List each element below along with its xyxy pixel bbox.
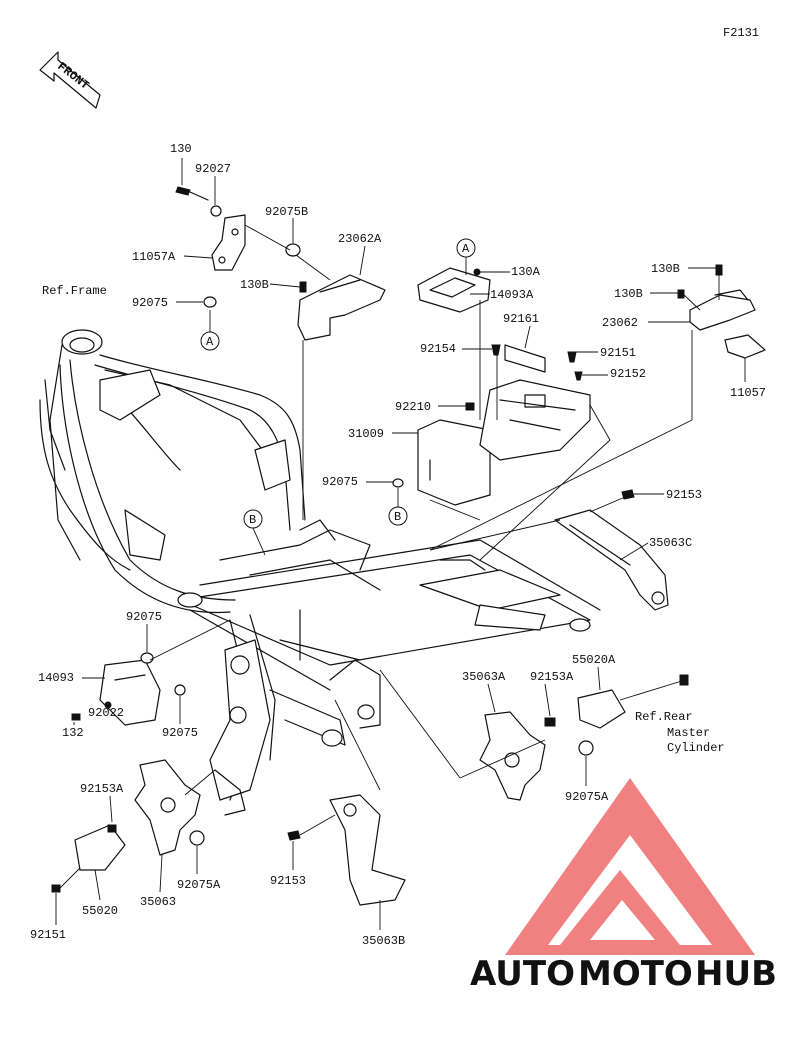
- svg-text:A: A: [462, 242, 470, 256]
- callout-92153-right: 92153: [666, 488, 702, 502]
- callout-92153-bottom: 92153: [270, 874, 306, 888]
- battery-case-group: [392, 267, 611, 561]
- left-cover-group: [71, 619, 231, 726]
- callout-35063C: 35063C: [649, 536, 692, 550]
- callout-130B-right1: 130B: [651, 262, 680, 276]
- callout-92075-left: 92075: [126, 610, 162, 624]
- callout-92153A-left: 92153A: [80, 782, 124, 796]
- callout-92154: 92154: [420, 342, 456, 356]
- ref-marker-a-top: A: [200, 310, 220, 351]
- front-arrow-icon: FRONT: [39, 51, 101, 109]
- callout-92153A-right: 92153A: [530, 670, 574, 684]
- main-frame: [39, 329, 601, 816]
- callout-92075-top: 92075: [132, 296, 168, 310]
- callout-35063B: 35063B: [362, 934, 405, 948]
- ref-rear-master-line2: Master: [667, 726, 710, 740]
- callout-92022: 92022: [88, 706, 124, 720]
- left-footrest-group: [51, 759, 216, 893]
- svg-text:B: B: [394, 510, 401, 524]
- callout-92151-top: 92151: [600, 346, 636, 360]
- watermark-auto: AUTO: [470, 954, 575, 994]
- callout-130: 130: [170, 142, 192, 156]
- callout-130B-top: 130B: [240, 278, 269, 292]
- callout-55020: 55020: [82, 904, 118, 918]
- step-35063C: [429, 489, 669, 611]
- callout-130B-right2: 130B: [614, 287, 643, 301]
- watermark-hub: HUB: [695, 954, 777, 994]
- right-bracket-group: [429, 264, 766, 551]
- watermark-logo: [505, 778, 755, 955]
- callout-11057A: 11057A: [132, 250, 176, 264]
- callout-92075-left2: 92075: [162, 726, 198, 740]
- callout-31009: 31009: [348, 427, 384, 441]
- callout-92151-bottom: 92151: [30, 928, 66, 942]
- callout-35063A: 35063A: [462, 670, 506, 684]
- ref-rear-master-line1: Ref.Rear: [635, 710, 693, 724]
- ref-marker-a-battery: A: [456, 238, 476, 275]
- ref-rear-master-line3: Cylinder: [667, 741, 725, 755]
- callout-23062A: 23062A: [338, 232, 382, 246]
- figure-code: F2131: [723, 26, 759, 40]
- callout-92075-mid: 92075: [322, 475, 358, 489]
- callout-labels: 130 92027 92075B 23062A 11057A 130B 9207…: [30, 142, 766, 948]
- callout-92075B: 92075B: [265, 205, 308, 219]
- callout-14093: 14093: [38, 671, 74, 685]
- callout-132: 132: [62, 726, 84, 740]
- callout-92027: 92027: [195, 162, 231, 176]
- callout-92075A-right: 92075A: [565, 790, 609, 804]
- callout-11057: 11057: [730, 386, 766, 400]
- callout-130A: 130A: [511, 265, 541, 279]
- watermark-moto: MOTO: [578, 954, 693, 994]
- callout-92075A-left: 92075A: [177, 878, 221, 892]
- svg-text:B: B: [249, 513, 256, 527]
- callout-55020A: 55020A: [572, 653, 616, 667]
- ref-marker-b-battery: B: [388, 488, 408, 526]
- callout-92210: 92210: [395, 400, 431, 414]
- svg-text:A: A: [206, 335, 214, 349]
- step-35063B: [287, 699, 406, 906]
- callout-92152: 92152: [610, 367, 646, 381]
- ref-frame-label: Ref.Frame: [42, 284, 107, 298]
- callout-92161: 92161: [503, 312, 539, 326]
- callout-35063: 35063: [140, 895, 176, 909]
- callout-23062: 23062: [602, 316, 638, 330]
- ref-marker-b-frame: B: [243, 509, 266, 556]
- callout-14093A: 14093A: [490, 288, 534, 302]
- right-footrest-group: [379, 669, 689, 801]
- callout-leaders: [55, 158, 746, 930]
- upper-bracket-group: [175, 186, 386, 520]
